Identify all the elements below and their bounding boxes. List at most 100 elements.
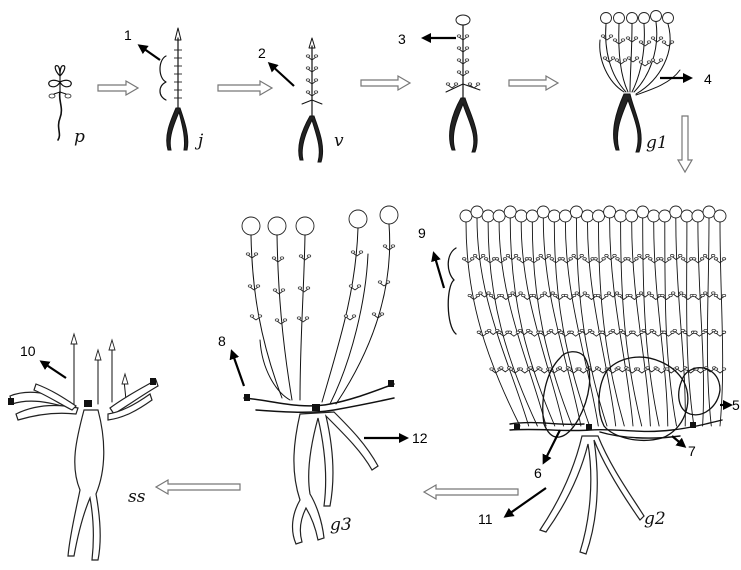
g2-flower-head — [582, 210, 594, 222]
stage-label-g2: g2 — [644, 509, 666, 529]
g2-leaf-pair — [580, 329, 592, 334]
g2-leaf-pair — [607, 292, 619, 297]
g2-flower-head — [626, 210, 638, 222]
stage-j-plant — [160, 28, 188, 150]
g2-shoot — [643, 218, 659, 426]
arrow-g3-to-ss — [156, 480, 240, 494]
g2-shoot — [676, 218, 686, 426]
g2-leaf-pair — [683, 331, 695, 336]
stage-v-plant — [299, 38, 323, 162]
g2-leaf-pair — [518, 329, 530, 334]
callout-arrow-10 — [42, 362, 66, 378]
g2-shoot — [610, 218, 633, 426]
g2-leaf-pair — [500, 294, 512, 299]
g2-shoot — [698, 222, 704, 426]
g2-flower-head — [637, 206, 649, 218]
g2-leaf-pair — [714, 294, 726, 299]
stage-p-plant — [49, 66, 72, 140]
callout-number-1: 1 — [124, 27, 132, 43]
g2-leaf-pair — [618, 294, 630, 299]
g2-leaf-pair — [714, 331, 726, 336]
g2-flower-head — [648, 210, 660, 222]
callout-arrow-7 — [672, 436, 684, 446]
g2-shoot — [488, 222, 537, 426]
g2-leaf-pair — [479, 292, 491, 297]
arrow-j-to-v — [218, 81, 272, 95]
g2-leaf-pair — [611, 329, 623, 334]
g2-leaf-pair — [554, 294, 566, 299]
callout-arrow-8 — [232, 352, 244, 386]
g2-leaf-pair — [601, 331, 613, 336]
g2-flower-head — [615, 210, 627, 222]
g2-shoot — [554, 222, 589, 426]
g2-leaf-pair — [704, 292, 716, 297]
stage-label-v: v — [334, 131, 344, 151]
callout-number-7: 7 — [688, 443, 696, 459]
g2-flower-head — [471, 206, 483, 218]
g2-leaf-pair — [632, 331, 644, 336]
stage-label-j: j — [194, 131, 204, 151]
callout-number-3: 3 — [398, 31, 406, 47]
callout-number-8: 8 — [218, 333, 226, 349]
stage-budding-plant — [446, 15, 480, 152]
g2-flower-head — [570, 206, 582, 218]
g2-leaf-pair — [694, 331, 706, 336]
g2-flower-head — [604, 206, 616, 218]
g2-flower-head — [670, 206, 682, 218]
callout-number-11: 11 — [478, 511, 493, 527]
g2-leaf-pair — [597, 294, 609, 299]
g2-leaf-pair — [522, 294, 534, 299]
callout-number-10: 10 — [20, 343, 36, 359]
g2-leaf-pair — [539, 331, 551, 336]
g2-leaf-pair — [560, 331, 572, 336]
stage-g1-plant — [600, 11, 680, 153]
g2-leaf-pair — [650, 294, 662, 299]
g2-leaf-pair — [671, 292, 683, 297]
g2-flower-head — [692, 210, 704, 222]
g2-flower-head — [681, 210, 693, 222]
g2-flower-head — [548, 210, 560, 222]
callout-arrow-9 — [434, 254, 444, 288]
callout-number-4: 4 — [704, 71, 712, 87]
arrow-bud-to-g1 — [509, 76, 558, 90]
g2-leaf-pair — [682, 294, 694, 299]
g2-flower-head — [714, 210, 726, 222]
g2-leaf-pair — [649, 258, 661, 263]
g2-leaf-pair — [704, 329, 716, 334]
g2-leaf-pair — [661, 294, 673, 299]
g2-shoot — [466, 222, 520, 426]
g2-flower-head — [659, 210, 671, 222]
g2-leaf-pair — [693, 294, 705, 299]
g2-leaf-pair — [511, 292, 523, 297]
stage-ss-plant — [8, 334, 158, 560]
arrow-p-to-j — [98, 81, 138, 95]
arrow-v-to-bud — [361, 76, 410, 90]
g2-flower-head — [537, 206, 549, 218]
g2-leaf-pair — [652, 331, 664, 336]
g2-leaf-pair — [639, 292, 651, 297]
g2-leaf-pair — [532, 294, 544, 299]
g2-flower-head — [515, 210, 527, 222]
callout-arrow-2 — [270, 64, 294, 86]
callout-number-6: 6 — [534, 465, 542, 481]
g2-flower-head — [504, 206, 516, 218]
g2-shoot — [588, 222, 616, 426]
g2-flower-head — [593, 210, 605, 222]
g2-leaf-pair — [673, 329, 685, 334]
stage-label-p: p — [74, 127, 85, 147]
stage-label-g1: g1 — [646, 133, 668, 153]
callout-number-5: 5 — [732, 397, 740, 413]
callout-arrows — [42, 38, 730, 516]
callout-arrow-1 — [140, 46, 160, 60]
g2-flower-head — [703, 206, 715, 218]
g2-leaf-pair — [714, 368, 726, 373]
callout-number-12: 12 — [412, 430, 428, 446]
g2-leaf-pair — [621, 331, 633, 336]
g2-flower-head — [526, 210, 538, 222]
g2-shoot — [621, 222, 642, 426]
g2-flower-head — [460, 210, 472, 222]
g2-leaf-pair — [642, 329, 654, 334]
g2-shoot — [707, 218, 711, 426]
g2-flower-head — [482, 210, 494, 222]
arrow-g1-to-g2 — [678, 116, 692, 172]
